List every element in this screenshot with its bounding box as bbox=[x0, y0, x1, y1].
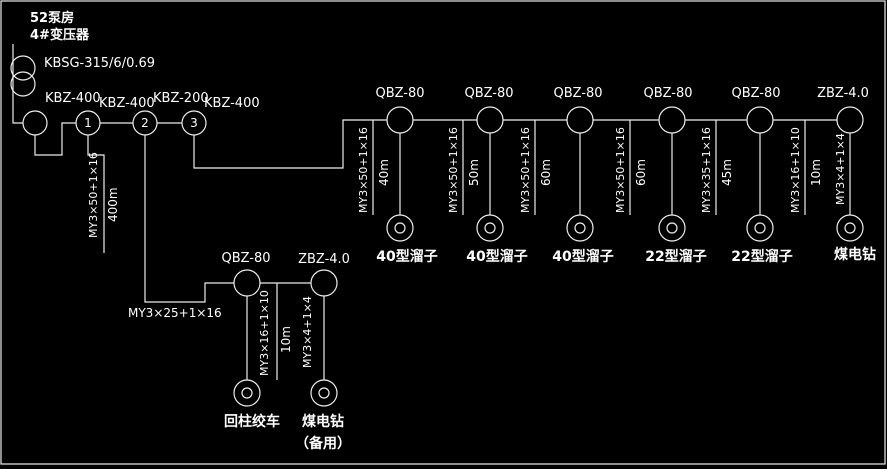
lower-qbz-cable-spec: MY3×16+1×10 bbox=[258, 290, 271, 376]
branch-3-load-label: 40型溜子 bbox=[552, 249, 614, 265]
branch-5-load-label: 22型溜子 bbox=[731, 249, 793, 265]
site-title-line2: 4#变压器 bbox=[30, 28, 89, 43]
branch-2 bbox=[462, 106, 504, 242]
branch-2-cable-length: 50m bbox=[467, 159, 481, 186]
branch-4-load-label: 22型溜子 bbox=[645, 249, 707, 265]
branch-1-starter-label: QBZ-80 bbox=[375, 86, 425, 101]
breaker-3-model: KBZ-400 bbox=[204, 96, 260, 111]
branch-6 bbox=[804, 106, 864, 242]
breaker-2-feeder-line bbox=[144, 135, 234, 303]
branch-2-cable-spec: MY3×50+1×16 bbox=[447, 127, 460, 213]
branch-1-cable-length: 40m bbox=[377, 159, 391, 186]
lower-qbz-cable-length: 10m bbox=[279, 326, 293, 353]
branch-5-cable-spec: MY3×35+1×16 bbox=[700, 127, 713, 213]
breaker-0-to-1-link bbox=[34, 122, 76, 156]
branch-5 bbox=[715, 106, 774, 242]
branch-6-load-label: 煤电钻 bbox=[834, 247, 876, 263]
feeder1-cable-length: 400m bbox=[106, 187, 120, 222]
branch-3 bbox=[534, 106, 594, 242]
branch-6-cable-length: 10m bbox=[809, 159, 823, 186]
lower-zbz-cable-spec: MY3×4+1×4 bbox=[301, 296, 314, 368]
feeder2-cable-spec: MY3×25+1×16 bbox=[128, 306, 222, 320]
lower-zbz-starter-label: ZBZ-4.0 bbox=[298, 252, 350, 267]
breaker-1-model: KBZ-400 bbox=[99, 96, 155, 111]
branch-3-starter-label: QBZ-80 bbox=[553, 86, 603, 101]
breaker-0-circle bbox=[22, 110, 48, 136]
lower-branch-zbz bbox=[310, 269, 338, 407]
breaker-2-number: 2 bbox=[141, 116, 149, 130]
transformer-model-label: KBSG-315/6/0.69 bbox=[44, 56, 156, 71]
branch-1-cable-spec: MY3×50+1×16 bbox=[357, 127, 370, 213]
lower-zbz-load-label: 煤电钻 bbox=[302, 414, 344, 430]
breaker-1-number: 1 bbox=[84, 116, 92, 130]
branch-6-cable-spec: MY3×16+1×10 bbox=[789, 127, 802, 213]
breaker-3-number: 3 bbox=[190, 116, 198, 130]
breaker-3-feeder-line bbox=[193, 119, 387, 169]
lower-qbz-load-label: 回柱绞车 bbox=[224, 414, 280, 430]
lower-qbz-starter-label: QBZ-80 bbox=[221, 251, 271, 266]
branch-2-starter-label: QBZ-80 bbox=[464, 86, 514, 101]
incoming-line bbox=[12, 44, 23, 124]
transformer-icon bbox=[10, 55, 36, 97]
site-title-line1: 52泵房 bbox=[30, 11, 75, 26]
breaker-1-feeder-line bbox=[87, 135, 105, 253]
branch-6-load-cable-spec: MY3×4+1×4 bbox=[834, 133, 847, 205]
branch-1-load-label: 40型溜子 bbox=[376, 249, 438, 265]
feeder1-cable-spec: MY3×50+1×16 bbox=[87, 152, 100, 238]
branch-5-cable-length: 45m bbox=[720, 159, 734, 186]
breaker-2-model: KBZ-200 bbox=[153, 91, 209, 106]
branch-4-starter-label: QBZ-80 bbox=[643, 86, 693, 101]
branch-1 bbox=[372, 106, 414, 242]
branch-3-cable-length: 60m bbox=[539, 159, 553, 186]
breaker-0-model: KBZ-400 bbox=[45, 91, 101, 106]
branch-4-cable-length: 60m bbox=[634, 159, 648, 186]
branch-6-starter-label: ZBZ-4.0 bbox=[817, 86, 869, 101]
branch-5-starter-label: QBZ-80 bbox=[731, 86, 781, 101]
branch-3-cable-spec: MY3×50+1×16 bbox=[519, 127, 532, 213]
lower-zbz-load-note: （备用） bbox=[295, 436, 351, 452]
lower-branch-qbz bbox=[233, 269, 311, 407]
branch-4-cable-spec: MY3×50+1×16 bbox=[614, 127, 627, 213]
branch-2-load-label: 40型溜子 bbox=[466, 249, 528, 265]
branch-4 bbox=[629, 106, 686, 242]
